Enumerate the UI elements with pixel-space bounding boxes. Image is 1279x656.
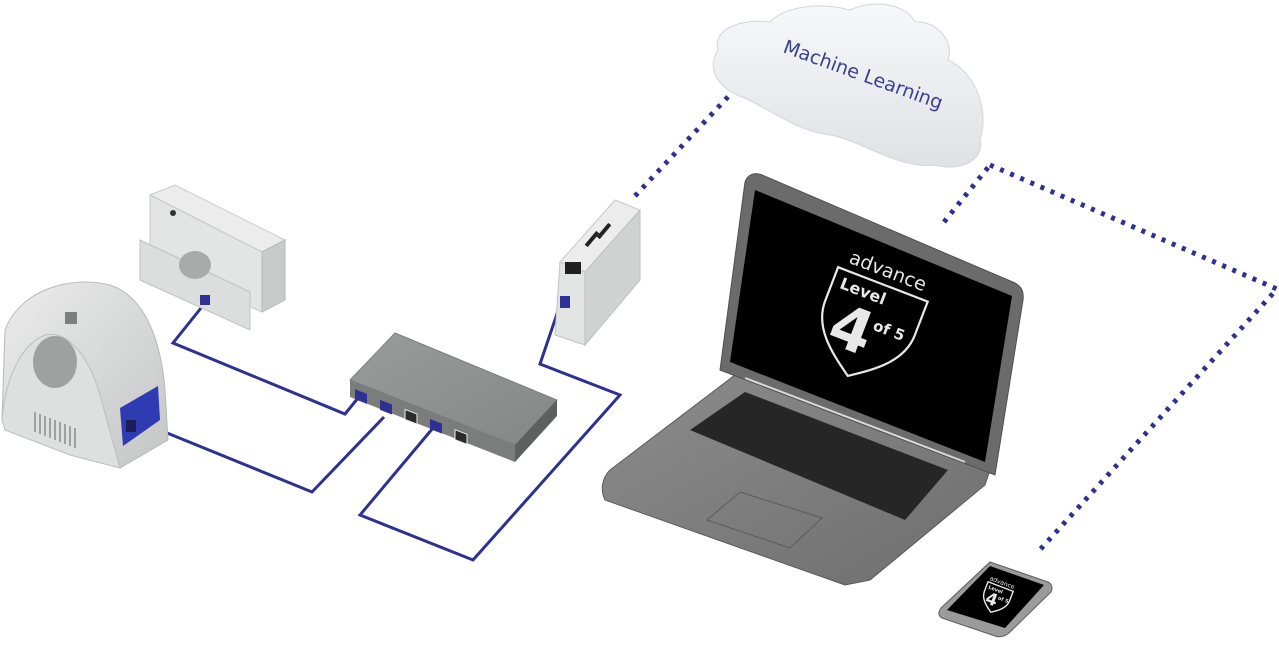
phone-level-word: Level bbox=[987, 585, 1003, 596]
din-meter-button bbox=[170, 210, 176, 216]
laptop-trackpad bbox=[706, 491, 823, 549]
switch-port-4 bbox=[430, 419, 442, 434]
wireless-link-cloud-phone bbox=[989, 162, 1279, 555]
gateway-side bbox=[584, 208, 641, 347]
gateway-node bbox=[554, 199, 641, 347]
current-sensor-hole bbox=[33, 336, 77, 388]
switch-ports bbox=[355, 389, 468, 445]
network-switch-node bbox=[349, 332, 558, 462]
cloud-shape bbox=[712, 3, 984, 168]
din-meter-side bbox=[261, 239, 286, 313]
ethernet-port-icon bbox=[200, 295, 210, 305]
phone-screen bbox=[947, 566, 1044, 628]
wireless-link-cloud-laptop bbox=[942, 163, 992, 224]
cable-switch-gateway bbox=[357, 304, 623, 562]
switch-port-3 bbox=[404, 408, 418, 425]
phone-node: advance Level 4 of 5 bbox=[938, 561, 1053, 638]
shield-icon bbox=[982, 580, 1015, 614]
cloud-node: Machine Learning bbox=[712, 3, 984, 168]
phone-level-of: of 5 bbox=[997, 595, 1010, 605]
gateway-slot bbox=[584, 230, 600, 248]
din-meter-lower bbox=[139, 239, 251, 331]
ethernet-port-icon bbox=[560, 296, 570, 308]
laptop-keyboard bbox=[690, 392, 948, 520]
cable-sensor-switch bbox=[139, 415, 386, 494]
cable-meter-switch bbox=[170, 302, 360, 416]
din-meter-hole bbox=[179, 251, 211, 279]
gateway-connector bbox=[565, 262, 581, 274]
laptop-screen bbox=[730, 190, 1012, 462]
switch-port-2 bbox=[380, 399, 392, 415]
din-meter-node bbox=[139, 184, 287, 331]
wireless-links bbox=[633, 82, 1279, 555]
qr-code bbox=[65, 312, 77, 324]
shield-icon bbox=[821, 265, 930, 378]
current-sensor-front bbox=[1, 334, 121, 469]
ethernet-port-icon bbox=[126, 420, 136, 432]
switch-port-1 bbox=[355, 389, 367, 404]
wired-links bbox=[139, 302, 623, 562]
gateway-slot bbox=[596, 222, 612, 240]
laptop-node: advance Level 4 of 5 bbox=[601, 173, 1024, 586]
vent-grille bbox=[34, 412, 76, 448]
current-sensor-node bbox=[1, 281, 169, 469]
wireless-link-gateway-cloud bbox=[633, 82, 742, 198]
laptop-hinge-highlight bbox=[744, 377, 966, 463]
switch-side bbox=[515, 400, 557, 462]
switch-port-5 bbox=[454, 428, 468, 445]
